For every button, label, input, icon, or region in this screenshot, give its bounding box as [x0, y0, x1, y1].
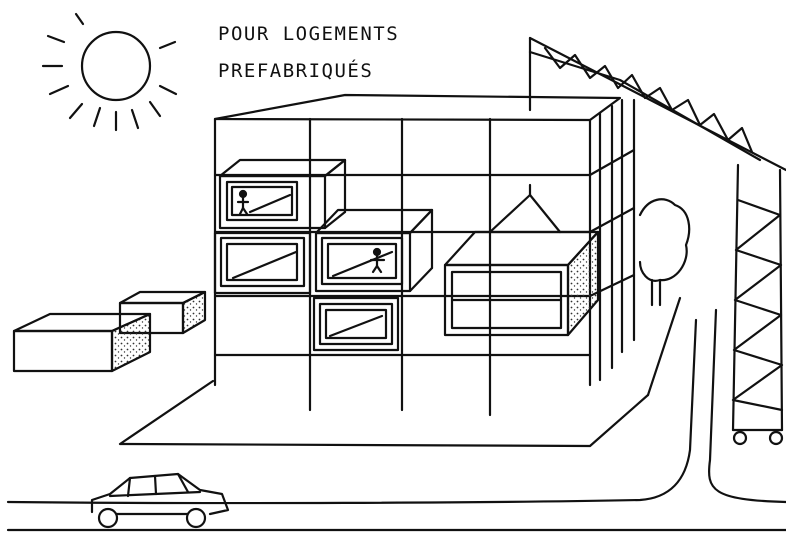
gantry-crane-icon: [530, 38, 786, 444]
person-icon: [371, 249, 384, 272]
module-middle-center: [316, 210, 432, 291]
tree-icon: [640, 199, 689, 305]
sun-icon: [43, 14, 176, 130]
building-frame: [215, 95, 634, 415]
module-middle-left: [215, 233, 310, 293]
caption-line-2: PREFABRIQUÉS: [218, 60, 374, 82]
module-top-left: [220, 160, 345, 228]
caption-line-1: POUR LOGEMENTS: [218, 23, 400, 45]
module-lower-center: [314, 298, 398, 350]
stacked-module-ground-front: [14, 314, 150, 371]
road: [8, 310, 786, 530]
stacked-module-ground-back: [120, 292, 205, 333]
module-lifted: [445, 185, 598, 335]
car-icon: [92, 474, 228, 527]
ground-slab: [120, 298, 680, 446]
person-icon: [238, 191, 248, 214]
